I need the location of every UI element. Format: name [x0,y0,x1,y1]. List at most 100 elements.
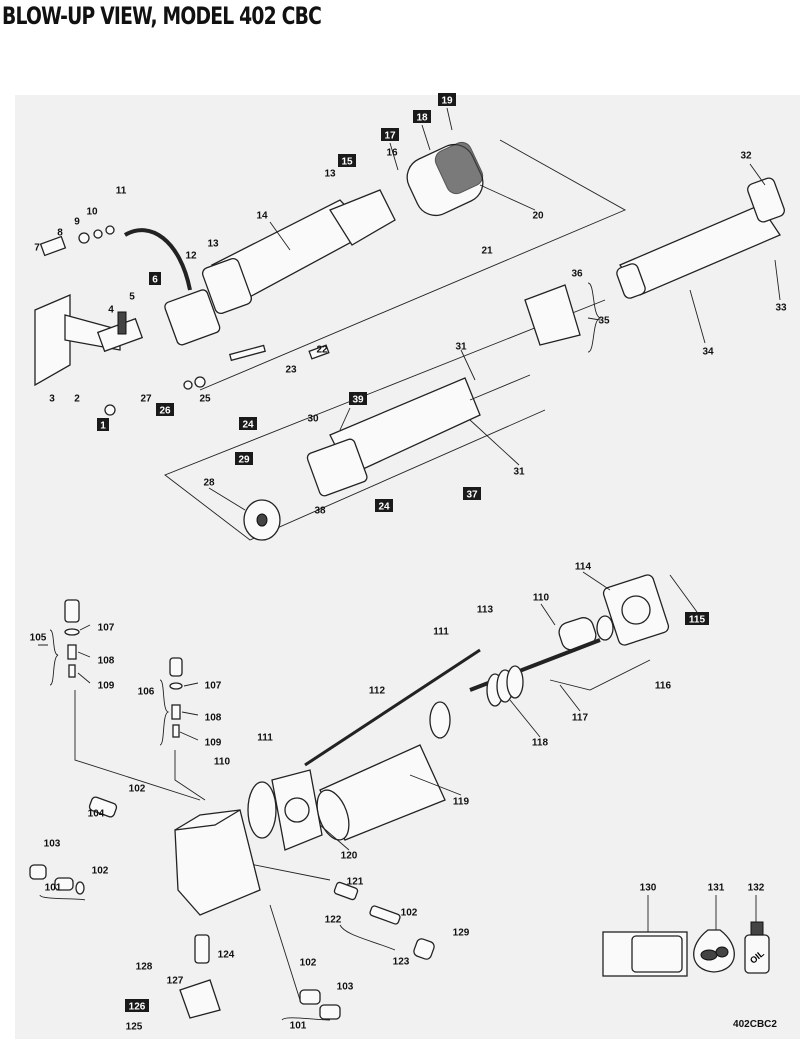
callout-box [349,392,367,405]
upper-assembly [34,107,785,541]
part-label-4: 4 [108,305,114,316]
part-label-25: 25 [199,394,211,405]
part-label-110: 110 [214,757,231,768]
part-label-118: 118 [532,738,549,749]
part-label-15: 15 [341,157,353,168]
part-label-122: 122 [325,915,342,926]
part-label-103: 103 [337,982,354,993]
part-label-102: 102 [129,784,146,795]
valve-106 [169,657,183,677]
part-label-108: 108 [98,656,115,667]
callout-box [438,93,456,106]
part-label-116: 116 [655,681,672,692]
callout-box [239,417,257,430]
part-label-1: 1 [100,421,106,432]
connector-7 [39,235,67,257]
part-label-110: 110 [533,593,550,604]
part-label-128: 128 [136,962,153,973]
part-label-30: 30 [307,414,319,425]
callout-box [685,612,709,625]
part-label-26: 26 [159,406,171,417]
part-label-130: 130 [640,883,657,894]
callout-box [125,999,149,1012]
diagram-panel [15,95,800,1039]
part-label-102: 102 [401,908,418,919]
part-label-36: 36 [571,269,583,280]
part-label-24: 24 [242,420,254,431]
part-label-101: 101 [290,1021,307,1032]
part-label-107: 107 [205,681,222,692]
valve-105 [64,599,80,623]
part-label-2: 2 [74,394,80,405]
part-label-125: 125 [126,1022,143,1033]
part-label-39: 39 [352,395,364,406]
part-label-33: 33 [775,303,787,314]
part-label-27: 27 [140,394,152,405]
part-label-14: 14 [256,211,268,222]
callout-box [413,110,431,123]
callout-box [463,487,481,500]
part-label-35: 35 [598,316,610,327]
callout-box [235,452,253,465]
part-label-113: 113 [477,605,494,616]
lower-assembly [29,571,698,1021]
tie-rod-112 [304,648,481,767]
part-label-127: 127 [167,976,184,987]
figure-code: 402CBC2 [733,1019,777,1030]
motor-part-20 [406,141,484,217]
part-label-104: 104 [88,809,105,820]
part-label-111: 111 [257,733,273,744]
part-label-101: 101 [45,883,62,894]
part-label-7: 7 [34,243,40,254]
part-label-117: 117 [572,713,589,724]
gearbox-12 [164,289,221,346]
part-label-31: 31 [513,467,525,478]
part-label-123: 123 [393,957,410,968]
part-label-29: 29 [238,455,250,466]
part-label-22: 22 [316,345,328,356]
part-label-13: 13 [324,169,336,180]
part-label-131: 131 [708,883,725,894]
part-label-121: 121 [347,877,364,888]
part-label-21: 21 [481,246,493,257]
part-label-124: 124 [218,950,235,961]
part-label-6: 6 [152,275,158,286]
part-label-112: 112 [369,686,386,697]
part-label-119: 119 [453,797,470,808]
part-label-120: 120 [341,851,358,862]
part-label-132: 132 [748,883,765,894]
callout-box [338,154,356,167]
page-title: BLOW-UP VIEW, MODEL 402 CBC [2,2,322,30]
part-label-126: 126 [129,1002,146,1013]
part-label-18: 18 [416,113,428,124]
cable-11 [123,228,192,291]
part-label-32: 32 [740,151,752,162]
part-label-107: 107 [98,623,115,634]
accessory-kit: OIL [602,895,770,977]
part-label-24: 24 [378,502,390,513]
part-label-106: 106 [138,687,155,698]
part-label-108: 108 [205,713,222,724]
callout-box [375,499,393,512]
part-label-105: 105 [30,633,47,644]
callout-box [381,128,399,141]
end-cap-32 [747,177,785,223]
part-label-12: 12 [185,251,197,262]
part-label-109: 109 [98,681,115,692]
part-label-34: 34 [702,347,714,358]
part-label-17: 17 [384,131,396,142]
part-label-19: 19 [441,96,453,107]
piston-118 [429,665,524,739]
elbow-fitting-125 [179,979,221,1019]
part-label-111: 111 [433,627,449,638]
part-label-9: 9 [74,217,80,228]
part-label-102: 102 [300,958,317,969]
part-label-13: 13 [207,239,219,250]
part-label-11: 11 [116,186,127,197]
part-label-114: 114 [575,562,592,573]
part-label-31: 31 [455,342,467,353]
callout-box [156,403,174,416]
part-label-109: 109 [205,738,222,749]
